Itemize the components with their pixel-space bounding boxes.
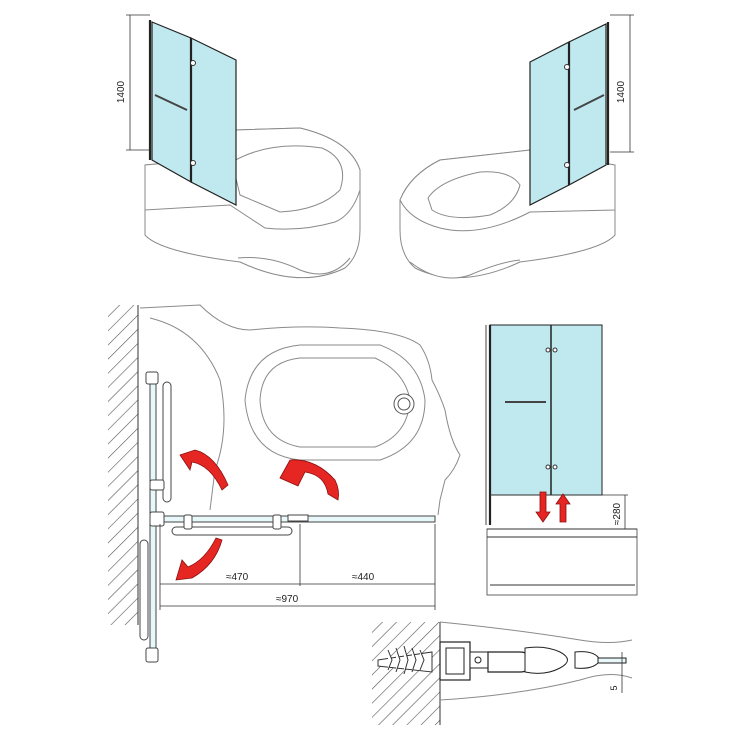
hinge-plan-3 [287, 514, 309, 522]
rotation-arrow-2 [279, 459, 339, 501]
front-hinge-2 [552, 347, 558, 353]
hinge-plan-2 [272, 514, 282, 530]
wall-bracket-up [145, 371, 159, 385]
dim-total-label: ≈970 [276, 594, 299, 605]
detail-tub-outline [439, 621, 633, 701]
panel-open-up [149, 371, 157, 523]
front-hinge-4 [552, 464, 558, 470]
glass-panel-left-2 [190, 37, 237, 206]
towel-bar-plan [171, 526, 293, 536]
hinge-up [149, 479, 165, 491]
gap-arrow-up [555, 493, 571, 523]
drain-inner [397, 397, 411, 411]
rotation-arrow-3 [175, 537, 223, 581]
wall-hatch [108, 305, 138, 625]
tub-right-curve [409, 259, 521, 279]
glass-panel-right-1 [529, 41, 570, 206]
detail-profile-inner [445, 647, 465, 675]
front-view: ≈280 [485, 324, 638, 596]
hinge-left-bottom [190, 160, 196, 166]
dim-panel-a-label: ≈470 [226, 572, 249, 583]
dim-height-right-label: 1400 [616, 80, 627, 103]
detail-view: 5 [372, 621, 633, 725]
tub-right-basin [427, 171, 521, 219]
towel-bar-left [154, 94, 188, 111]
hinge-right-bottom [564, 162, 570, 168]
tub-left-basin [231, 145, 344, 213]
towel-bar-right [573, 94, 605, 111]
hinge-right-top [564, 64, 570, 70]
iso-view-left: 1400 [116, 14, 361, 279]
detail-pivot [474, 656, 482, 664]
rotation-arrow-1 [179, 449, 229, 491]
iso-view-right: 1400 [399, 14, 634, 279]
towel-bar-open-down [139, 539, 149, 641]
tub-left-curve [237, 257, 351, 275]
detail-handle [524, 646, 568, 674]
front-tub [486, 528, 638, 596]
hinge-left-top [190, 60, 196, 66]
towel-bar-open-up [162, 381, 172, 503]
gap-arrow-down [535, 491, 551, 523]
tub-plan-basin-inner [259, 357, 411, 448]
panel-open-down [149, 521, 157, 663]
dim-height-left-label: 1400 [116, 80, 127, 103]
hinge-plan-1 [183, 514, 193, 530]
detail-dowel-ribs [387, 645, 425, 675]
front-hinge-3 [545, 464, 551, 470]
front-hinge-1 [545, 347, 551, 353]
detail-wall-hatch [372, 622, 440, 725]
dim-gap-label: ≈280 [612, 502, 623, 525]
glass-panel-right-2 [568, 23, 607, 187]
dim-panel-b-label: ≈440 [352, 572, 375, 583]
detail-seal [574, 651, 601, 669]
plan-view: ≈470 ≈440 ≈970 [108, 304, 461, 663]
dim-seal-label: 5 [609, 685, 619, 690]
detail-glass [597, 657, 627, 664]
wall-bracket-down [145, 647, 159, 663]
pivot-plan [149, 511, 165, 527]
